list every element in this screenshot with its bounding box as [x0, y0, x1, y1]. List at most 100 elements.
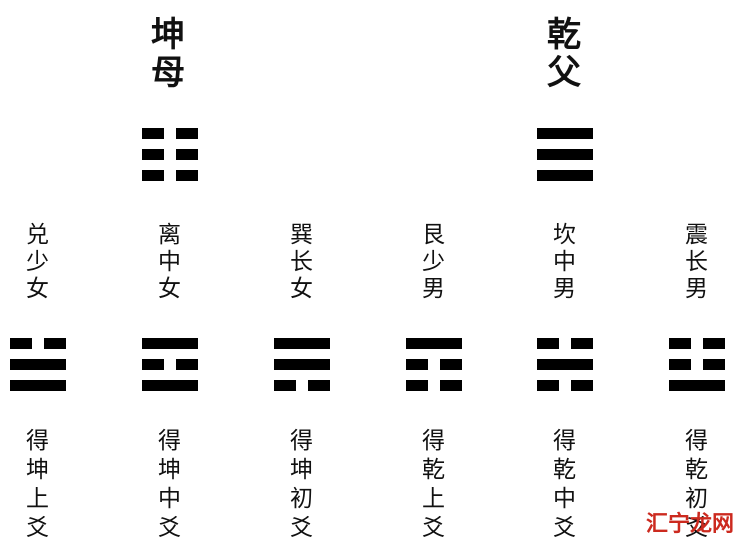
line-segment — [440, 359, 462, 370]
line-segment — [406, 338, 462, 349]
rule-char: 中 — [553, 486, 576, 512]
rule-char: 中 — [158, 486, 181, 512]
line-segment — [308, 380, 330, 391]
line-segment — [10, 338, 32, 349]
child-label-xun: 巽 长 女 — [290, 224, 313, 305]
trigram-dui — [10, 338, 66, 391]
yin-line — [537, 338, 593, 349]
label-char: 男 — [553, 276, 576, 302]
line-segment — [142, 359, 164, 370]
rule-label-kan: 得 乾 中 爻 — [553, 430, 576, 546]
rule-char: 上 — [26, 486, 49, 512]
rule-char: 得 — [685, 428, 708, 454]
line-segment — [10, 359, 66, 370]
rule-char: 爻 — [422, 515, 445, 541]
rule-char: 坤 — [290, 457, 313, 483]
yang-line — [406, 338, 462, 349]
rule-label-gen: 得 乾 上 爻 — [422, 430, 445, 546]
child-label-kan: 坎 中 男 — [553, 224, 576, 305]
rule-char: 爻 — [158, 515, 181, 541]
rule-char: 初 — [290, 486, 313, 512]
line-segment — [703, 359, 725, 370]
trigram-kun — [142, 128, 198, 181]
yin-line — [142, 359, 198, 370]
trigram-qian — [537, 128, 593, 181]
child-label-li: 离 中 女 — [158, 224, 181, 305]
label-char: 中 — [158, 249, 181, 275]
yin-line — [142, 149, 198, 160]
line-segment — [440, 380, 462, 391]
yang-line — [10, 359, 66, 370]
yang-line — [669, 380, 725, 391]
yang-line — [537, 149, 593, 160]
line-segment — [703, 338, 725, 349]
yin-line — [406, 359, 462, 370]
child-label-gen: 艮 少 男 — [422, 224, 445, 305]
label-char: 长 — [685, 249, 708, 275]
rule-char: 得 — [553, 428, 576, 454]
label-char: 男 — [422, 276, 445, 302]
trigram-gen — [406, 338, 462, 391]
line-segment — [571, 380, 593, 391]
label-char: 父 — [547, 53, 581, 93]
child-label-dui: 兑 少 女 — [26, 224, 49, 305]
rule-label-li: 得 坤 中 爻 — [158, 430, 181, 546]
yin-line — [142, 170, 198, 181]
line-segment — [537, 149, 593, 160]
line-segment — [537, 359, 593, 370]
line-segment — [406, 380, 428, 391]
yin-line — [669, 359, 725, 370]
yang-line — [537, 128, 593, 139]
line-segment — [44, 338, 66, 349]
label-char: 女 — [290, 276, 313, 302]
label-char: 艮 — [422, 222, 445, 248]
rule-char: 乾 — [685, 457, 708, 483]
rule-label-dui: 得 坤 上 爻 — [26, 430, 49, 546]
yang-line — [142, 338, 198, 349]
label-char: 长 — [290, 249, 313, 275]
yin-line — [537, 380, 593, 391]
label-char: 离 — [158, 222, 181, 248]
rule-char: 坤 — [26, 457, 49, 483]
yin-line — [142, 128, 198, 139]
label-char: 坎 — [553, 222, 576, 248]
parent-label-kun: 坤 母 — [151, 18, 185, 94]
line-segment — [274, 338, 330, 349]
yin-line — [274, 380, 330, 391]
label-char: 女 — [158, 276, 181, 302]
rule-char: 得 — [26, 428, 49, 454]
label-char: 少 — [26, 249, 49, 275]
watermark-logo: 汇宁龙网 — [645, 512, 734, 537]
label-char: 中 — [553, 249, 576, 275]
line-segment — [10, 380, 66, 391]
rule-label-xun: 得 坤 初 爻 — [290, 430, 313, 546]
yang-line — [274, 338, 330, 349]
line-segment — [274, 359, 330, 370]
rule-char: 爻 — [553, 515, 576, 541]
line-segment — [669, 380, 725, 391]
label-char: 女 — [26, 276, 49, 302]
rule-char: 爻 — [290, 515, 313, 541]
yang-line — [142, 380, 198, 391]
label-char: 巽 — [290, 222, 313, 248]
rule-char: 坤 — [158, 457, 181, 483]
rule-char: 得 — [158, 428, 181, 454]
line-segment — [537, 380, 559, 391]
rule-char: 初 — [685, 486, 708, 512]
yang-line — [537, 359, 593, 370]
line-segment — [142, 380, 198, 391]
label-char: 母 — [151, 53, 185, 93]
label-char: 男 — [685, 276, 708, 302]
line-segment — [537, 128, 593, 139]
line-segment — [176, 359, 198, 370]
yang-line — [10, 380, 66, 391]
line-segment — [571, 338, 593, 349]
rule-label-zhen: 得 乾 初 爻 — [685, 430, 708, 546]
yang-line — [274, 359, 330, 370]
rule-char: 得 — [290, 428, 313, 454]
line-segment — [142, 338, 198, 349]
line-segment — [142, 170, 164, 181]
label-char: 少 — [422, 249, 445, 275]
rule-char: 得 — [422, 428, 445, 454]
label-char: 乾 — [547, 15, 581, 55]
